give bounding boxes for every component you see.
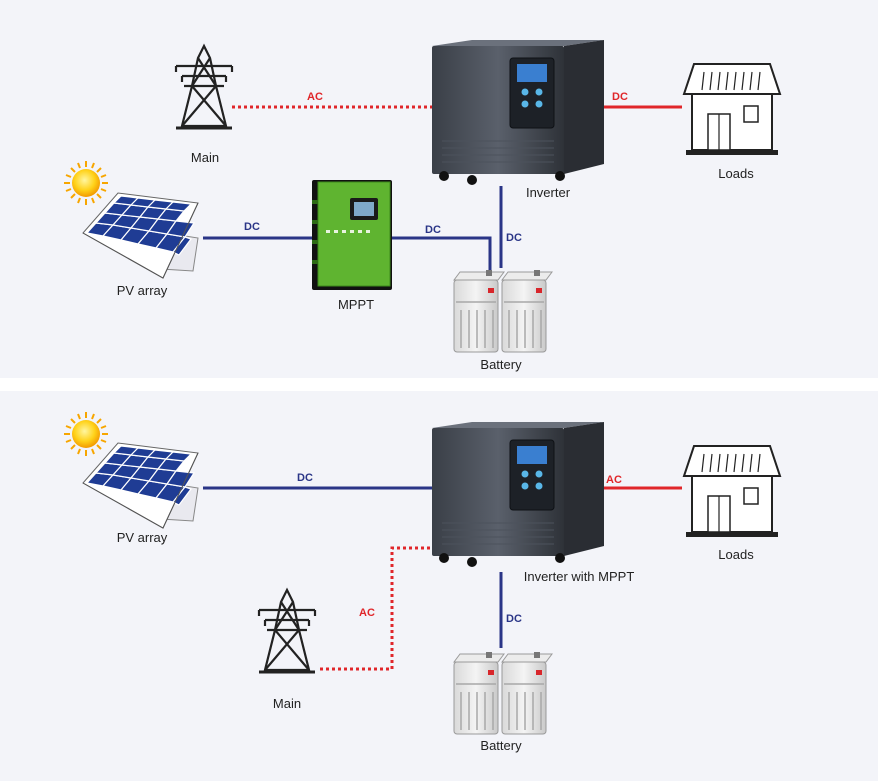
wire-label-ac: AC — [606, 474, 622, 486]
loads-label: Loads — [718, 166, 754, 181]
wire-mppt-battery — [392, 236, 492, 282]
pv-array-label: PV array — [117, 530, 168, 545]
wire-label-dc: DC — [506, 613, 522, 625]
battery-icon — [453, 651, 553, 735]
diagram-bottom: DC AC AC DC PV array Inverter with MPPT … — [63, 411, 781, 753]
sun-icon — [63, 411, 109, 457]
wire-label-ac: AC — [359, 607, 375, 619]
transmission-tower-icon — [174, 44, 234, 130]
main-label: Main — [191, 150, 219, 165]
battery-label: Battery — [480, 738, 522, 753]
loads-label: Loads — [718, 547, 754, 562]
solar-panel-icon — [82, 192, 199, 279]
wire-label-dc: DC — [612, 91, 628, 103]
wire-label-ac: AC — [307, 91, 323, 103]
inverter-label: Inverter with MPPT — [524, 569, 635, 584]
panel-divider — [0, 378, 878, 391]
mppt-controller-icon — [312, 180, 392, 290]
inverter-icon — [431, 39, 605, 186]
inverter-label: Inverter — [526, 185, 571, 200]
wire-label-dc: DC — [425, 224, 441, 236]
sun-icon — [63, 160, 109, 206]
wire-label-dc: DC — [244, 221, 260, 233]
diagram-top: AC DC DC DC DC Main Inverter Loads PV ar… — [63, 39, 781, 372]
pv-array-label: PV array — [117, 283, 168, 298]
wire-label-dc: DC — [297, 472, 313, 484]
solar-panel-icon — [82, 442, 199, 529]
wire-label-dc: DC — [506, 232, 522, 244]
transmission-tower-icon — [257, 588, 317, 674]
wire-main-inverter-ac — [320, 546, 455, 671]
battery-label: Battery — [480, 357, 522, 372]
inverter-icon — [431, 421, 605, 568]
house-icon — [683, 63, 781, 156]
battery-icon — [453, 269, 553, 353]
house-icon — [683, 445, 781, 538]
mppt-label: MPPT — [338, 297, 374, 312]
main-label: Main — [273, 696, 301, 711]
